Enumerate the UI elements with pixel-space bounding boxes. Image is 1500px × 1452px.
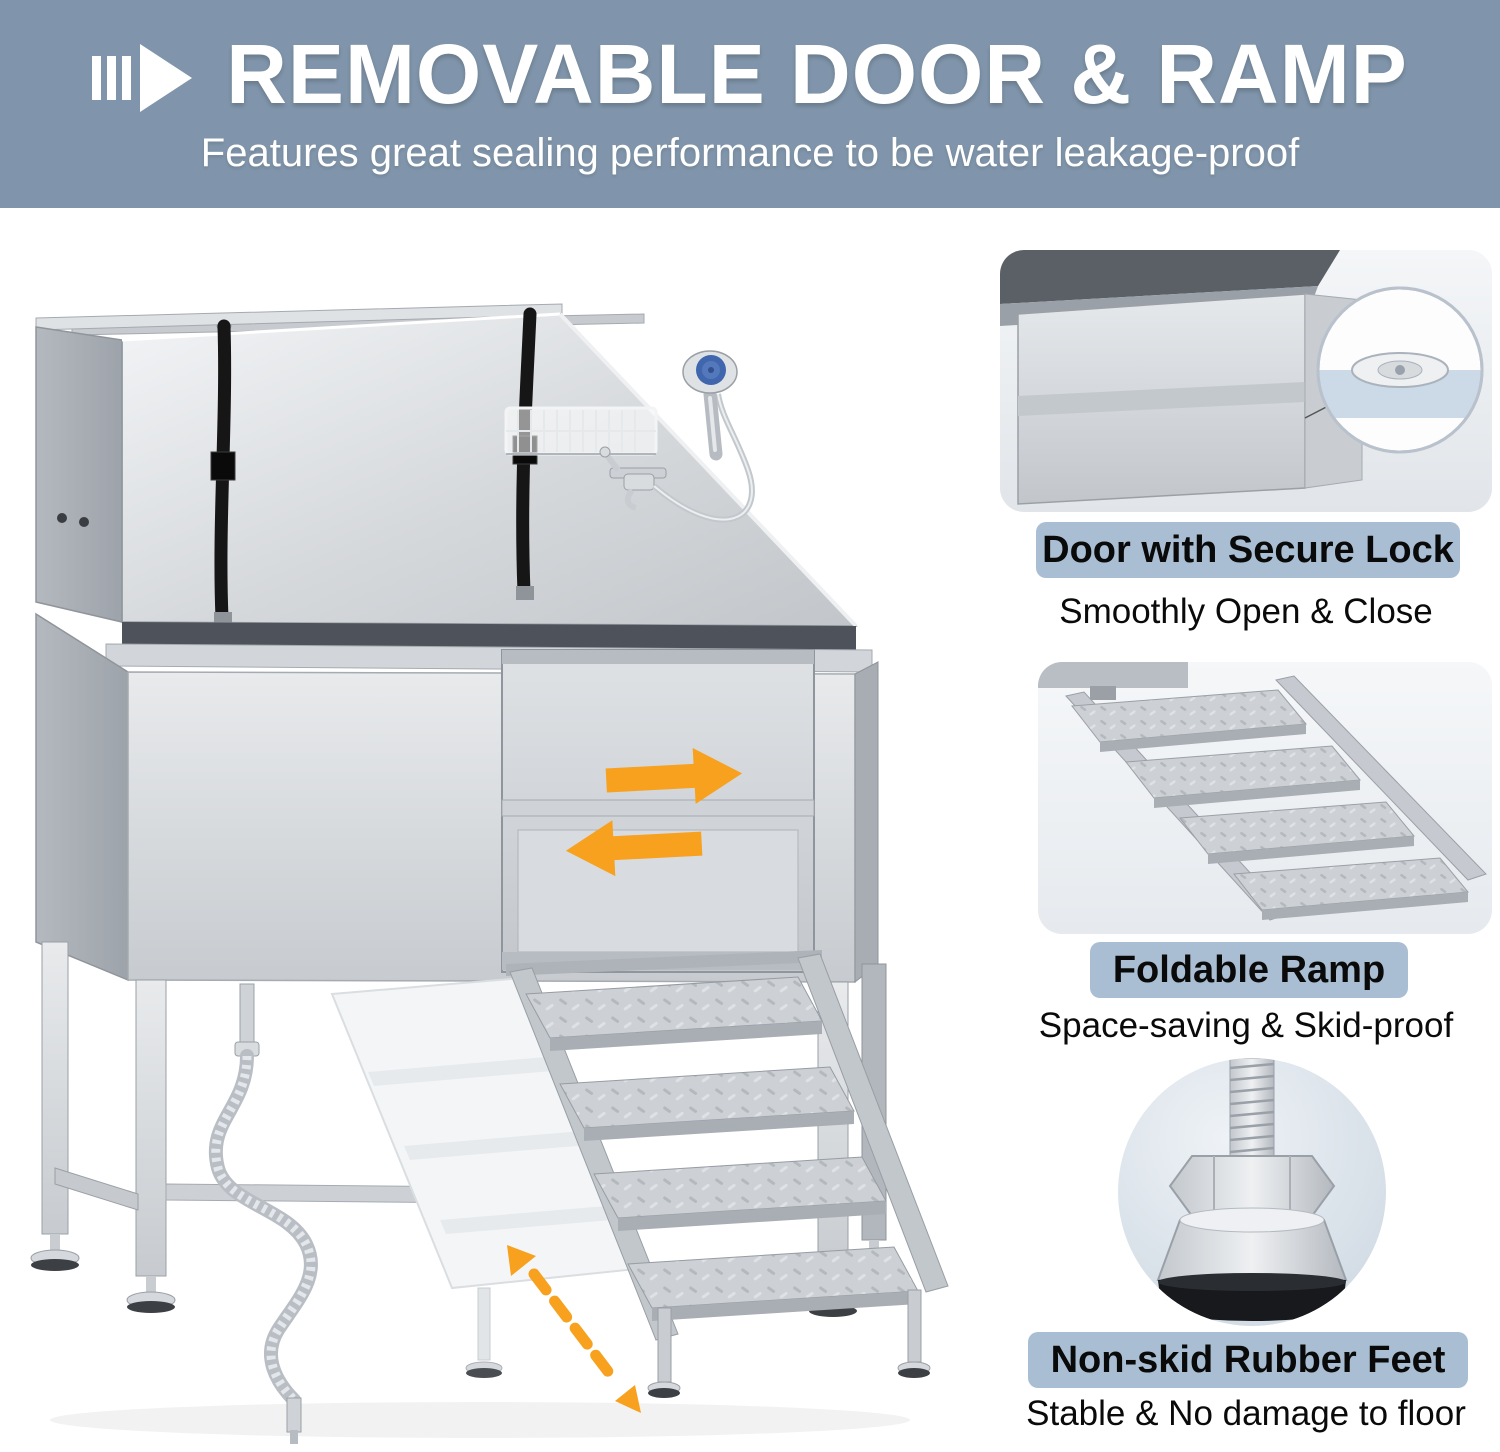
feature-subtitle-door-lock: Smoothly Open & Close (1059, 592, 1433, 631)
feature-caption-rubber-feet-label: Non-skid Rubber Feet (1050, 1338, 1446, 1381)
floor-shadow (50, 1402, 910, 1438)
rubber-feet-image (1118, 1058, 1386, 1326)
feature-caption-door-lock-label: Door with Secure Lock (1042, 528, 1454, 571)
ramp-slide-arrow (507, 1245, 641, 1413)
header-banner: REMOVABLE DOOR & RAMP Features great sea… (0, 0, 1500, 208)
feature-caption-door-lock: Door with Secure Lock (1036, 522, 1460, 578)
ramp-stairs (506, 950, 949, 1398)
feature-caption-rubber-feet: Non-skid Rubber Feet (1028, 1332, 1468, 1388)
triple-bars-arrow-icon (92, 42, 196, 114)
sliding-door (501, 649, 815, 973)
storage-basket (504, 406, 658, 456)
drain-hose (208, 983, 318, 1444)
door-lock-image (1000, 250, 1492, 512)
door-slide-arrows (565, 747, 743, 877)
feature-caption-foldable-ramp-label: Foldable Ramp (1112, 948, 1386, 991)
shower-head (652, 350, 755, 523)
page-subtitle: Features great sealing performance to be… (200, 131, 1300, 175)
stored-ramp (330, 976, 648, 1378)
splash-hood-panel (35, 303, 858, 628)
faucet (599, 446, 667, 511)
feature-subtitle-rubber-feet: Stable & No damage to floor (1026, 1394, 1466, 1433)
title-row: REMOVABLE DOOR & RAMP (0, 0, 1500, 123)
product-main-image (10, 222, 990, 1447)
feature-caption-foldable-ramp: Foldable Ramp (1090, 942, 1408, 998)
page-title: REMOVABLE DOOR & RAMP (226, 27, 1408, 121)
feature-subtitle-foldable-ramp: Space-saving & Skid-proof (1038, 1006, 1454, 1045)
foldable-ramp-image (1038, 662, 1492, 934)
